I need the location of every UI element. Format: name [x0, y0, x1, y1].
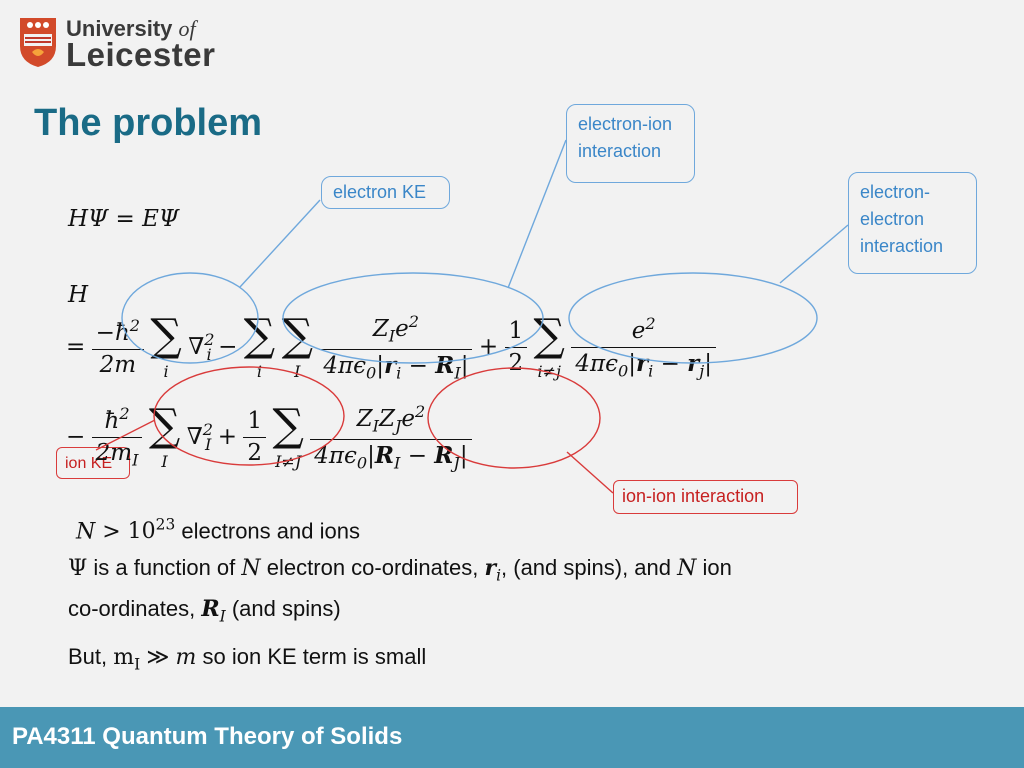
logo-line1: University of	[66, 16, 196, 41]
footer-bar: PA4311 Quantum Theory of Solids	[0, 707, 1024, 768]
logo-line2: Leicester	[66, 36, 216, 73]
electron-ion-ellipse	[282, 272, 544, 364]
university-logo: University of Leicester	[18, 16, 228, 73]
ion-ke-ellipse	[153, 366, 345, 466]
callout-ion-ion: ion-ion interaction	[613, 480, 798, 514]
ion-ke-connector	[95, 419, 156, 451]
hamiltonian-label: H	[68, 282, 89, 308]
schrodinger-equation: HΨ = EΨ	[68, 206, 180, 232]
psi-description: Ψ is a function of N electron co-ordinat…	[68, 555, 732, 626]
electron-ke-ellipse	[121, 272, 259, 364]
electron-ke-connector	[239, 199, 321, 288]
course-title: PA4311 Quantum Theory of Solids	[12, 723, 403, 750]
page-title: The problem	[34, 102, 263, 144]
particle-count: N > 1023 electrons and ions	[76, 516, 360, 545]
crest-icon	[20, 18, 56, 67]
electron-electron-connector	[779, 224, 849, 284]
callout-electron-ke: electron KE	[321, 176, 450, 209]
callout-ion-ke: ion KE	[56, 447, 130, 479]
ion-ion-connector	[566, 451, 614, 494]
electron-electron-ellipse	[568, 272, 818, 364]
electron-ion-connector	[507, 139, 567, 289]
ion-ke-note: But, mI ≫ m so ion KE term is small	[68, 644, 427, 674]
ion-ion-ellipse	[427, 367, 601, 469]
